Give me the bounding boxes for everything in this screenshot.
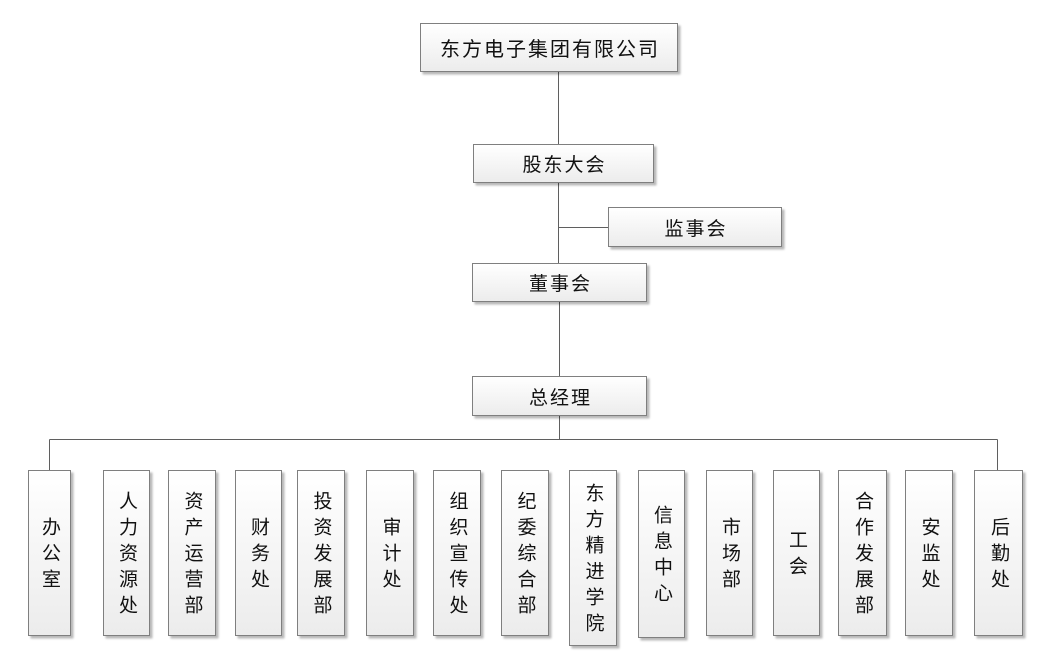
- dept-node-9[interactable]: 东方精进学院: [569, 470, 617, 646]
- node-label: 投资发展部: [310, 491, 332, 621]
- node-label: 信息中心: [651, 505, 672, 609]
- node-label: 东方精进学院: [582, 483, 604, 639]
- node-label: 办公室: [39, 517, 60, 595]
- dept-node-8[interactable]: 纪委综合部: [501, 470, 549, 636]
- org-node-shareholders-meeting[interactable]: 股东大会: [473, 144, 654, 183]
- dept-node-3[interactable]: 资产运营部: [168, 470, 216, 636]
- dept-node-2[interactable]: 人力资源处: [103, 470, 150, 636]
- node-label: 股东大会: [522, 155, 607, 176]
- node-label: 市场部: [719, 517, 740, 595]
- node-label: 审计处: [379, 517, 401, 595]
- dept-node-7[interactable]: 组织宣传处: [433, 470, 481, 636]
- dept-node-6[interactable]: 审计处: [366, 470, 414, 636]
- node-label: 总经理: [528, 387, 592, 409]
- node-label: 人力资源处: [116, 491, 137, 621]
- node-label: 后勤处: [988, 517, 1009, 595]
- node-label: 财务处: [248, 517, 269, 595]
- node-label: 纪委综合部: [514, 491, 536, 621]
- dept-node-11[interactable]: 市场部: [706, 470, 753, 636]
- org-node-root-company[interactable]: 东方电子集团有限公司: [420, 23, 678, 72]
- node-label: 安监处: [918, 517, 940, 595]
- org-node-board-of-directors[interactable]: 董事会: [472, 263, 647, 302]
- node-label: 监事会: [664, 218, 728, 240]
- node-label: 东方电子集团有限公司: [440, 39, 660, 61]
- dept-node-5[interactable]: 投资发展部: [297, 470, 345, 636]
- dept-node-12[interactable]: 工会: [773, 470, 820, 636]
- node-label: 董事会: [528, 274, 592, 295]
- dept-node-13[interactable]: 合作发展部: [838, 470, 887, 636]
- dept-node-14[interactable]: 安监处: [905, 470, 953, 636]
- org-node-supervisory-board[interactable]: 监事会: [608, 207, 782, 247]
- node-label: 资产运营部: [181, 491, 203, 621]
- node-label: 工会: [786, 530, 807, 582]
- node-label: 合作发展部: [852, 491, 873, 621]
- dept-node-4[interactable]: 财务处: [235, 470, 282, 636]
- org-node-general-manager[interactable]: 总经理: [472, 376, 647, 416]
- dept-node-10[interactable]: 信息中心: [638, 470, 685, 638]
- dept-node-15[interactable]: 后勤处: [974, 470, 1023, 636]
- node-label: 组织宣传处: [446, 491, 468, 621]
- dept-node-1[interactable]: 办公室: [28, 470, 71, 636]
